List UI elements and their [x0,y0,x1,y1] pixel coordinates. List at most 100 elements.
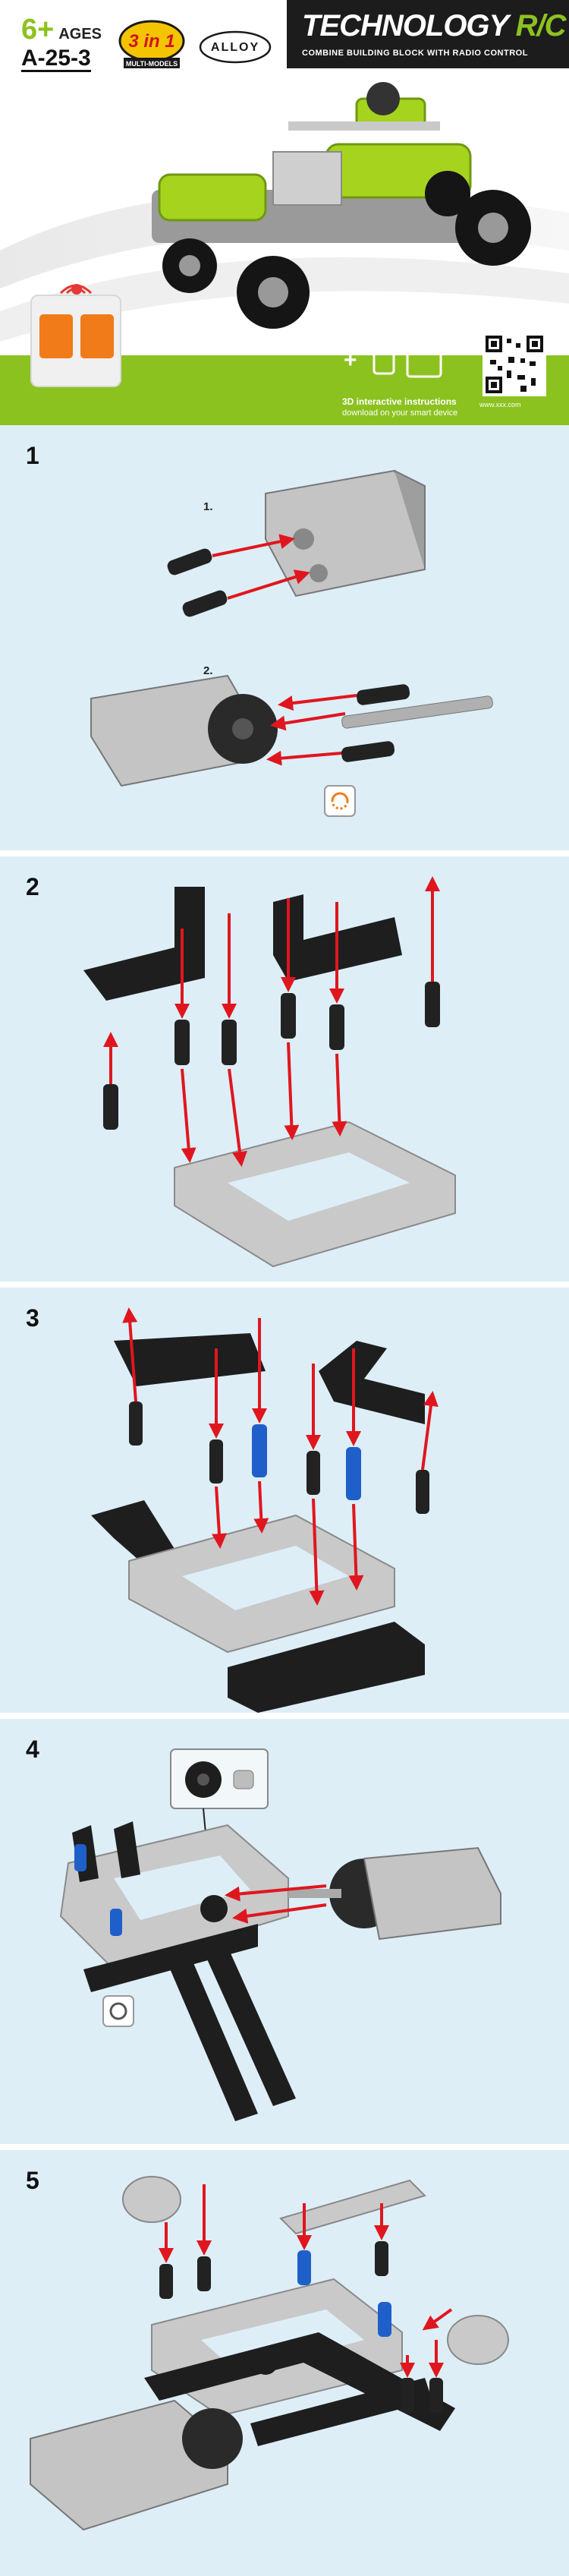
alloy-logo-text: ALLOY [211,41,259,54]
assembly-arrow [227,569,310,600]
step-5: 5 [0,2150,569,2576]
motor-part [265,469,426,597]
step-3: 3 [0,1288,569,1713]
black-pin [341,741,395,762]
step-number: 1 [26,442,39,469]
step-number: 5 [26,2167,39,2194]
step-2-diagram [83,876,456,1268]
black-pin [429,2378,443,2413]
remote-right-pad [80,314,114,358]
assembly-arrow [421,1391,439,1471]
assembly-arrow [253,1480,269,1534]
age-number: 6+ [21,14,55,46]
section-divider [0,850,569,856]
app-subtitle: download on your smart device [342,408,458,418]
step-5-diagram [30,2176,509,2531]
signal-icon [449,341,466,352]
sub-step-label: 2. [203,664,213,677]
black-pin [174,1020,190,1065]
assembly-arrow [211,1486,227,1549]
age-badge: 6+AGES [21,14,102,46]
step-4-diagram [59,1748,501,2121]
qr-code-icon [486,336,543,393]
assembly-arrow [181,1068,196,1163]
assembly-arrow [212,534,295,557]
blue-pin [252,1424,267,1477]
frame-opening [228,1152,410,1221]
plus-icon: + [344,348,357,373]
black-pin [129,1402,143,1446]
motor-axle [288,1889,341,1898]
assembly-arrow [422,2308,453,2331]
black-pin [222,1020,237,1065]
step-2: 2 [0,856,569,1282]
age-word: AGES [58,26,102,43]
app-title: 3D interactive instructions [342,396,457,407]
black-pin [281,993,296,1039]
motor-part [30,2399,243,2531]
phone-icon [373,336,395,375]
assembly-arrow [266,750,342,766]
brand-rc: R/C [515,9,567,43]
assembly-arrow [284,1042,300,1140]
brand-subtitle: COMBINE BUILDING BLOCK WITH RADIO CONTRO… [302,49,528,58]
black-pin [329,1004,344,1050]
remote-control-image [30,284,121,387]
blue-pin [297,2250,311,2285]
alloy-logo: ALLOY [199,30,272,64]
black-pin [356,684,410,705]
grey-connector [122,2176,181,2223]
grey-beam [279,2179,426,2235]
black-beam [167,1954,258,2121]
grey-connector [447,2315,509,2365]
hero-illustration [0,82,569,342]
step-4: 4 [0,1719,569,2144]
black-l-beam [228,1622,425,1713]
black-pin [159,2264,173,2299]
app-download-box: + 3D interactive instructions download o… [338,328,478,419]
brand-title: TECHNOLOGY R/C [302,9,567,43]
brand-bar: TECHNOLOGY R/C COMBINE BUILDING BLOCK WI… [287,0,569,68]
rotate-model-icon [324,785,356,817]
black-pin [103,1084,118,1130]
blue-pin [346,1447,361,1500]
black-l-beam [319,1341,425,1424]
black-l-beam [83,887,205,1001]
rotate-model-icon [102,1995,134,2027]
model-code: A-25-3 [21,46,91,72]
step-number: 4 [26,1736,39,1763]
frame-opening [182,1546,349,1610]
black-beam [250,2378,432,2446]
gear-part [200,1895,228,1922]
3in1-logo: 3 in 1 MULTI-MODELS [118,20,185,68]
black-pin [307,1451,320,1495]
device-icons: + [344,333,466,378]
step-number: 2 [26,873,39,900]
bush-icon [233,1770,254,1789]
black-pin [416,1470,429,1514]
3in1-logo-sub: MULTI-MODELS [126,60,178,68]
3in1-logo-text: 3 in 1 [128,31,174,52]
section-divider [0,2144,569,2150]
black-beam [83,1924,258,1992]
assembly-arrow [225,1884,327,1902]
cover-header: 6+AGES A-25-3 3 in 1 MULTI-MODELS ALLOY … [0,0,569,425]
motor-part [90,674,278,787]
blue-pin [378,2302,391,2337]
black-beam [144,2332,455,2431]
black-pin [209,1439,223,1483]
black-beam [205,1947,296,2106]
qr-code[interactable] [483,333,546,396]
section-divider [0,1282,569,1288]
wifi-icon [59,284,93,295]
section-divider [0,1713,569,1719]
black-pin [182,590,228,617]
remote-left-pad [39,314,73,358]
blue-pin [110,1909,122,1936]
black-pin [401,2378,414,2413]
black-l-beam [114,1333,266,1386]
assembly-arrow [122,1307,138,1402]
gear-callout [170,1748,269,1890]
step-number: 3 [26,1304,39,1332]
road-swoosh-2 [0,257,569,342]
